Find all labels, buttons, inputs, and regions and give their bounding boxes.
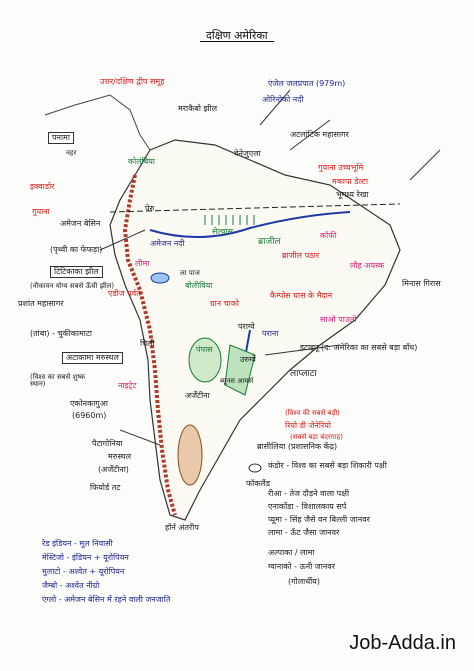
label-sao-paulo: साओ पाउलो [320, 315, 357, 324]
label-maracaibo: मराकैबो झील [178, 104, 217, 113]
legend-animal-item: लामा - ऊँट जैसा जानवर [268, 528, 340, 537]
label-guiana: गुयाना [32, 207, 50, 216]
label-pampas: पंपास [196, 345, 213, 354]
label-parana: पराना [262, 329, 279, 338]
legend-animal-item: कंडोर - विश्व का सबसे बड़ा शिकारी पक्षी [268, 461, 387, 470]
label-orinoco: ओरिनोको नदी [262, 95, 304, 104]
label-fjord: फियोर्ड तट [90, 483, 121, 492]
label-coffee: कॉफी [320, 231, 337, 240]
label-guiana-highlands: गुयाना उच्चभूमि [318, 163, 364, 172]
label-copper: (तांबा) - चुकीकामाटा [30, 329, 92, 338]
legend-animal-item: (गोलार्धीय) [288, 577, 320, 586]
label-caribbean: उत्तर/दक्षिण द्वीप समूह [100, 77, 165, 86]
label-chile: चिली [140, 339, 155, 348]
map-title: दक्षिण अमेरिका [200, 30, 274, 42]
label-amazon-delta: मकापा डेल्टा [332, 177, 369, 186]
label-selvas: सेल्वास [212, 227, 233, 236]
label-equator: भूमध्य रेखा [336, 190, 369, 199]
label-titicaca-note: (नौकायन योग्य सबसे ऊँची झील) [30, 282, 115, 290]
label-lima: लीमा [135, 259, 150, 268]
legend-animal-item: प्यूमा - सिंह जैसे वन बिल्ली जानवर [268, 515, 370, 524]
label-peru: पेरु [145, 204, 155, 213]
label-aconcagua: एकोनकागुआ [70, 399, 108, 408]
watermark-text: Job-Adda.in [349, 632, 456, 654]
legend-animal-item: एनाकोंडा - विशालकाय सर्प [268, 502, 347, 511]
label-patagonia-desert: मरुस्थल [108, 452, 132, 461]
label-la-plata: लाप्लाटा [290, 369, 317, 379]
label-brazil-plateau: ब्राजील पठार [282, 251, 320, 260]
legend-animal-item: अल्पाका / लामा [268, 548, 315, 557]
legend-animal-item: ग्वानाको - ऊनी जानवर [268, 562, 335, 571]
label-brazil: ब्राजील [258, 237, 281, 247]
label-atacama: अटाकामा मरुस्थल [62, 352, 123, 364]
label-paraguay: पराग्वे [238, 322, 255, 331]
label-colombia: कोलंबिया [128, 157, 155, 166]
label-pacific: प्रशांत महासागर [18, 299, 64, 308]
label-falkland: फॉकलैंड [246, 479, 271, 488]
legend-animal-item: रीआ - तेज दौड़ने वाला पक्षी [268, 489, 350, 498]
label-panama-canal: नहर [66, 149, 77, 157]
label-campos: कैम्पोस घास के मैदान [270, 291, 333, 300]
label-minas-gerais: मिनास गिरास [402, 279, 441, 288]
label-patagonia-country: (अर्जेंटीना) [98, 465, 129, 474]
label-andes: एंडीज पर्वत [108, 289, 141, 298]
label-argentina: अर्जेंटीना [185, 391, 210, 400]
label-amazon-lungs: (पृथ्वी का फेफड़ा) [50, 245, 103, 254]
label-titicaca: टिटिकाका झील [50, 266, 103, 278]
label-atlantic: अटलांटिक महासागर [290, 130, 349, 139]
label-brasilia: ब्रासीलिया (प्रशासनिक केंद्र) [257, 442, 338, 451]
label-patagonia: पैटागोनिया [92, 439, 123, 448]
label-amazon: अमेजन बेसिन [60, 219, 101, 228]
label-bolivia: बोलीविया [185, 281, 213, 290]
label-venezuela: वेनेजुएला [234, 149, 261, 158]
label-nitrate: नाइट्रेट [118, 381, 137, 390]
label-uruguay: उरुग्वे [240, 355, 256, 364]
label-angel-falls: एंजेल जलप्रपात (979m) [268, 79, 346, 88]
label-panama: पनामा [48, 132, 74, 144]
legend-people-item: जैम्बो - अश्वेत नीग्रो [42, 581, 100, 590]
label-atacama-note: (विश्व का सबसे शुष्क स्थान) [30, 373, 86, 388]
label-la-paz: ला पाज [180, 269, 200, 277]
label-rio: रियो डी जेनेरियो [285, 421, 331, 430]
legend-people-item: मेस्टिजो - इंडियन + यूरोपियन [42, 553, 129, 562]
label-amazon-river: अमेजन नदी [150, 239, 185, 248]
label-chaco: ग्रान चाको [210, 299, 239, 308]
label-aconcagua-height: (6960m) [72, 411, 107, 420]
label-iron: लौह अयस्क [350, 261, 385, 270]
label-cape-horn: हॉर्न अंतरीप [165, 523, 199, 532]
label-ecuador: इक्वाडोर [30, 182, 55, 191]
label-lake-area: (विश्व की सबसे बड़ी) [285, 409, 340, 417]
label-rio-note: (सबसे बड़ा बंदरगाह) [290, 433, 343, 441]
label-itaipu: इटाइपू (द. अमेरिका का सबसे बड़ा बाँध) [300, 343, 418, 352]
legend-people-item: एंग्लो - अमेजन बेसिन में रहने वाली जनजात… [42, 595, 171, 604]
legend-people-item: मुलाटो - अश्वेत + यूरोपियन [42, 567, 125, 576]
label-buenos-aires: ब्यूनस आयर्स [220, 377, 254, 385]
legend-people-item: रेड इंडियन - मूल निवासी [42, 539, 113, 548]
